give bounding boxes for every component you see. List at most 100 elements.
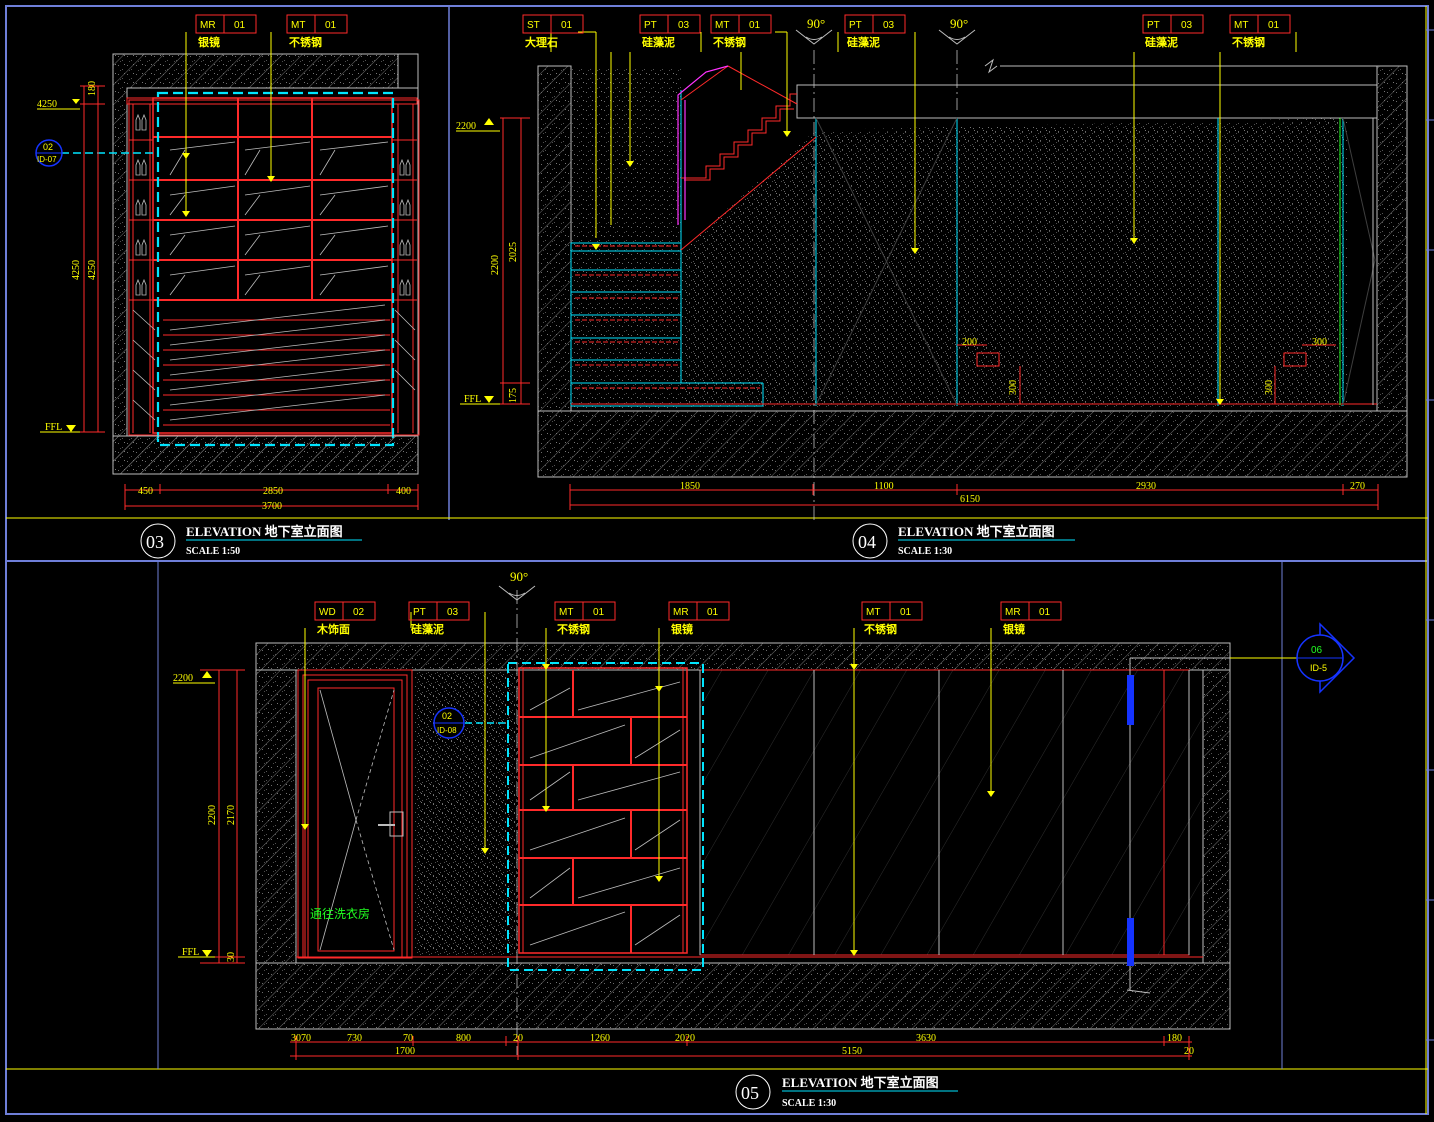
material-code: MT xyxy=(559,607,573,618)
dim-400: 400 xyxy=(396,486,411,497)
svg-text:ID-08: ID-08 xyxy=(437,726,457,735)
dim-4250-a: 4250 xyxy=(71,260,82,280)
elevation-04-dimensions: 2200 FFL 2200 2025 175 1850 1100 2930 27… xyxy=(456,16,1379,510)
view-marker-05[interactable]: 06 ID-5 xyxy=(1296,622,1356,694)
circle-section-icon xyxy=(852,523,888,559)
svg-text:ID-5: ID-5 xyxy=(1310,663,1327,673)
material-label: 大理石 xyxy=(525,35,558,49)
elevation-03-dimensions: 4250 FFL 180 4250 4250 450 2850 400 3700… xyxy=(35,81,419,512)
dim-6150: 6150 xyxy=(960,494,980,505)
title-04-scale: SCALE 1:30 xyxy=(898,546,952,557)
material-label: 不锈钢 xyxy=(289,35,322,49)
dim-270: 270 xyxy=(1350,481,1365,492)
section-marker-03[interactable]: 02 ID-07 xyxy=(35,139,63,167)
material-number: 01 xyxy=(749,20,761,31)
material-code: PT xyxy=(1147,20,1160,31)
material-number: 01 xyxy=(900,607,912,618)
material-label: 不锈钢 xyxy=(713,35,746,49)
level-top-03: 4250 xyxy=(37,99,57,110)
level-ffl-05: FFL xyxy=(182,947,199,958)
material-number: 01 xyxy=(325,20,337,31)
material-label: 不锈钢 xyxy=(864,622,897,636)
dim-730: 730 xyxy=(347,1033,362,1044)
material-label: 不锈钢 xyxy=(1232,35,1265,49)
material-number: 01 xyxy=(593,607,605,618)
angle-90-c: 90° xyxy=(510,569,528,584)
material-label: 银镜 xyxy=(671,622,693,636)
title-block-05: 05 ELEVATION 地下室立面图 SCALE 1:30 xyxy=(735,1074,958,1110)
material-code: MR xyxy=(1005,607,1021,618)
material-tag-05-4[interactable]: MR 01 银镜 xyxy=(668,601,730,636)
material-code: MT xyxy=(1234,20,1248,31)
level-ffl-04: FFL xyxy=(464,394,481,405)
material-code: MR xyxy=(673,607,689,618)
dim-20-a: 20 xyxy=(513,1033,523,1044)
dim-300-a: 300 xyxy=(1008,380,1019,395)
material-code: MT xyxy=(715,20,729,31)
title-05-scale: SCALE 1:30 xyxy=(782,1098,836,1109)
title-04-number: 04 xyxy=(858,532,876,552)
dim-2850: 2850 xyxy=(263,486,283,497)
material-code: PT xyxy=(413,607,426,618)
level-top-04: 2200 xyxy=(456,121,476,132)
elevation-04 xyxy=(537,29,1408,520)
title-block-03: 03 ELEVATION 地下室立面图 SCALE 1:50 xyxy=(140,523,362,559)
material-label: 银镜 xyxy=(1003,622,1025,636)
material-number: 03 xyxy=(1181,20,1193,31)
material-code: MT xyxy=(866,607,880,618)
dim-2170: 2170 xyxy=(226,805,237,825)
material-number: 01 xyxy=(234,20,246,31)
material-label: 硅藻泥 xyxy=(411,622,444,636)
dim-2200: 2200 xyxy=(490,255,501,275)
dim-2200-05: 2200 xyxy=(207,805,218,825)
title-03-number: 03 xyxy=(146,532,164,552)
material-label: 硅藻泥 xyxy=(847,35,880,49)
material-code: MT xyxy=(291,20,305,31)
circle-section-icon: 02 xyxy=(442,711,452,721)
dim-1260: 1260 xyxy=(590,1033,610,1044)
dim-30: 30 xyxy=(226,952,237,962)
dim-180-05: 180 xyxy=(1167,1033,1182,1044)
dim-200: 200 xyxy=(962,337,977,348)
dim-1700: 1700 xyxy=(395,1046,415,1057)
svg-text:06: 06 xyxy=(1311,645,1323,656)
material-code: ST xyxy=(527,20,540,31)
title-03-text: ELEVATION 地下室立面图 xyxy=(186,524,343,539)
material-code: MR xyxy=(200,20,216,31)
title-03-scale: SCALE 1:50 xyxy=(186,546,240,557)
dim-2025: 2025 xyxy=(508,242,519,262)
material-tag-05-6[interactable]: MR 01 银镜 xyxy=(1000,601,1062,636)
sheet-frame xyxy=(5,5,1434,1115)
material-number: 03 xyxy=(678,20,690,31)
material-code: PT xyxy=(644,20,657,31)
dim-4250-b: 4250 xyxy=(87,260,98,280)
material-number: 01 xyxy=(1039,607,1051,618)
room-label: 通往洗衣房 xyxy=(310,906,370,921)
material-number: 01 xyxy=(707,607,719,618)
title-block-04: 04 ELEVATION 地下室立面图 SCALE 1:30 xyxy=(852,523,1075,559)
material-number: 01 xyxy=(561,20,573,31)
angle-90-a: 90° xyxy=(807,16,825,31)
dim-5150: 5150 xyxy=(842,1046,862,1057)
dim-20-b: 20 xyxy=(1184,1046,1194,1057)
title-05-text: ELEVATION 地下室立面图 xyxy=(782,1075,939,1090)
material-label: 硅藻泥 xyxy=(1145,35,1178,49)
dim-3630: 3630 xyxy=(916,1033,936,1044)
dim-3070: 3070 xyxy=(291,1033,311,1044)
dim-1100: 1100 xyxy=(874,481,894,492)
section-marker-05[interactable]: 02 ID-08 xyxy=(433,707,465,739)
